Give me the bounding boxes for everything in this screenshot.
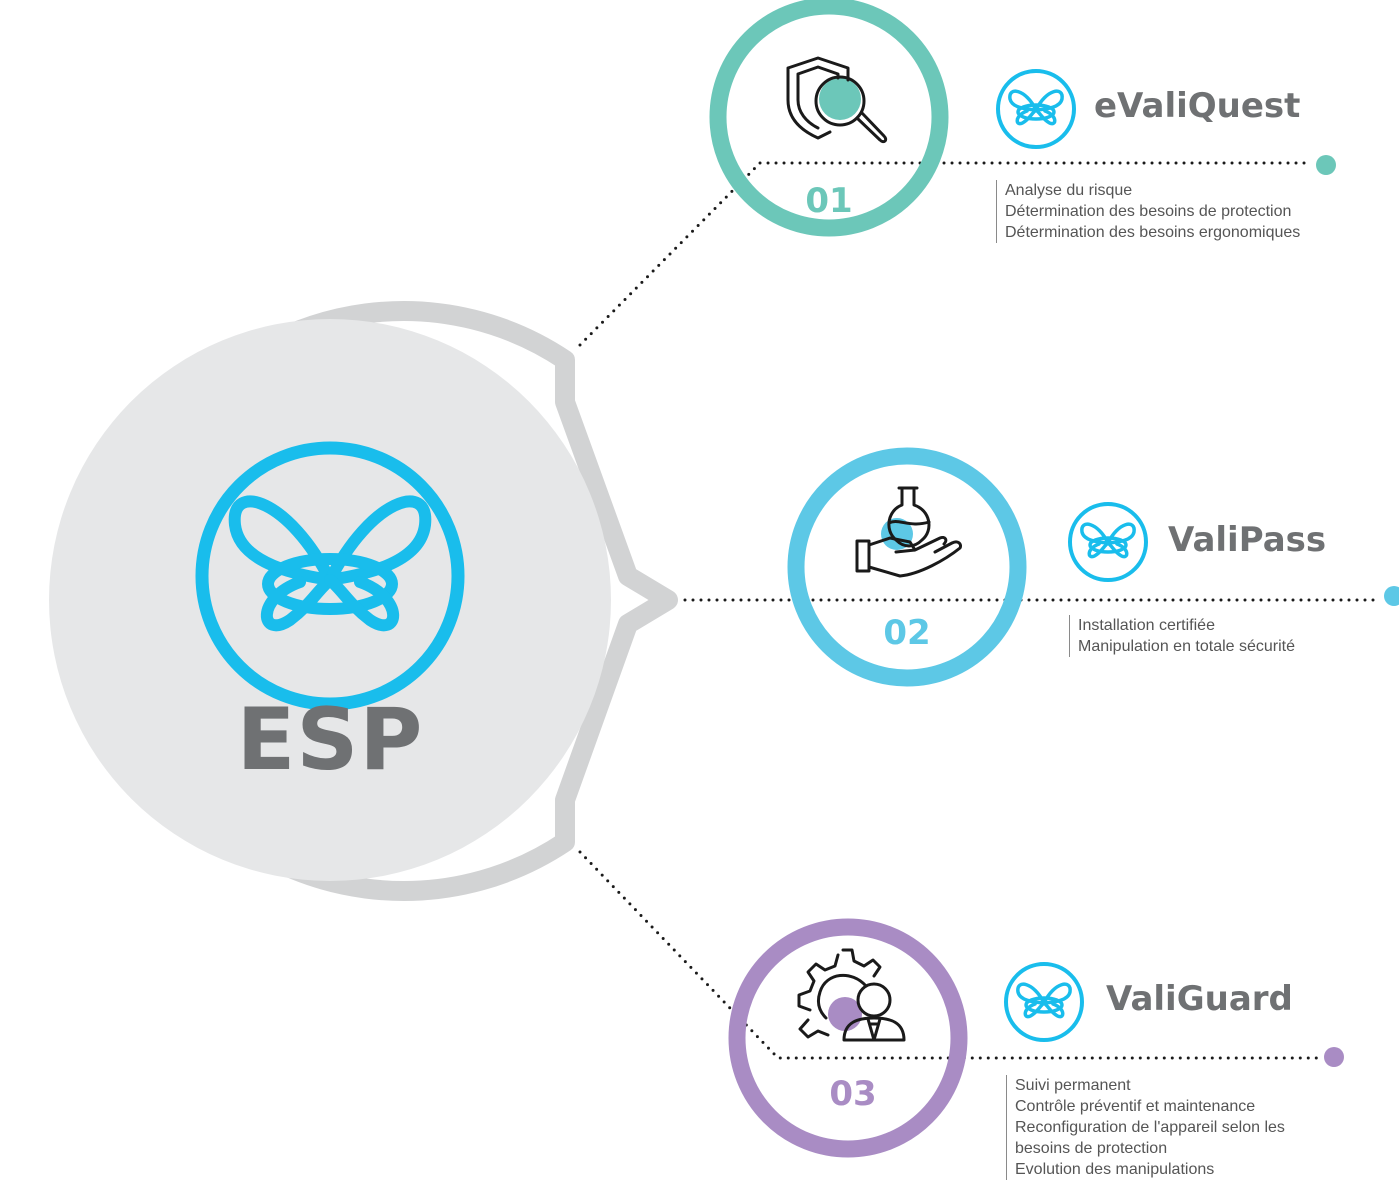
- butterfly-icon: [195, 441, 465, 711]
- product-name-01: eValiQuest: [1094, 86, 1301, 126]
- description-line: Reconfiguration de l'appareil selon les: [1015, 1119, 1285, 1136]
- step-number-02: 02: [883, 613, 931, 653]
- product-name-02: ValiPass: [1168, 520, 1327, 560]
- description-line: Evolution des manipulations: [1015, 1161, 1215, 1178]
- step-ring-02: [787, 447, 1027, 687]
- product-name-03: ValiGuard: [1106, 979, 1293, 1019]
- center-inner-disc: [49, 319, 611, 881]
- center-title: ESP: [236, 690, 424, 790]
- connector-end-dot-03: [1324, 1047, 1344, 1067]
- connector-end-dot-02: [1384, 586, 1399, 606]
- shield-search-icon: [786, 56, 888, 144]
- description-line: Installation certifiée: [1078, 617, 1215, 634]
- product-logo-01: [996, 69, 1076, 149]
- hand-flask-icon: [855, 486, 962, 578]
- step-number-03: 03: [829, 1074, 877, 1114]
- product-logo-02: [1068, 502, 1148, 582]
- description-line: besoins de protection: [1015, 1140, 1168, 1157]
- connector-01: [578, 161, 1312, 347]
- description-02: Installation certifiée Manipulation en t…: [1069, 615, 1295, 657]
- description-line: Suivi permanent: [1015, 1077, 1131, 1094]
- step-ring-03: [728, 918, 968, 1158]
- description-line: Analyse du risque: [1005, 182, 1133, 199]
- description-line: Détermination des besoins ergonomiques: [1005, 224, 1301, 241]
- connector-end-dot-01: [1316, 155, 1336, 175]
- description-line: Manipulation en totale sécurité: [1078, 638, 1296, 655]
- description-03: Suivi permanent Contrôle préventif et ma…: [1006, 1075, 1285, 1180]
- product-logo-03: [1004, 962, 1084, 1042]
- description-line: Détermination des besoins de protection: [1005, 203, 1292, 220]
- step-ring-01: [709, 0, 949, 237]
- description-line: Contrôle préventif et maintenance: [1015, 1098, 1256, 1115]
- gear-person-icon: [797, 948, 906, 1042]
- connector-03: [578, 850, 1322, 1060]
- step-number-01: 01: [805, 181, 853, 221]
- description-01: Analyse du risque Détermination des beso…: [996, 180, 1300, 243]
